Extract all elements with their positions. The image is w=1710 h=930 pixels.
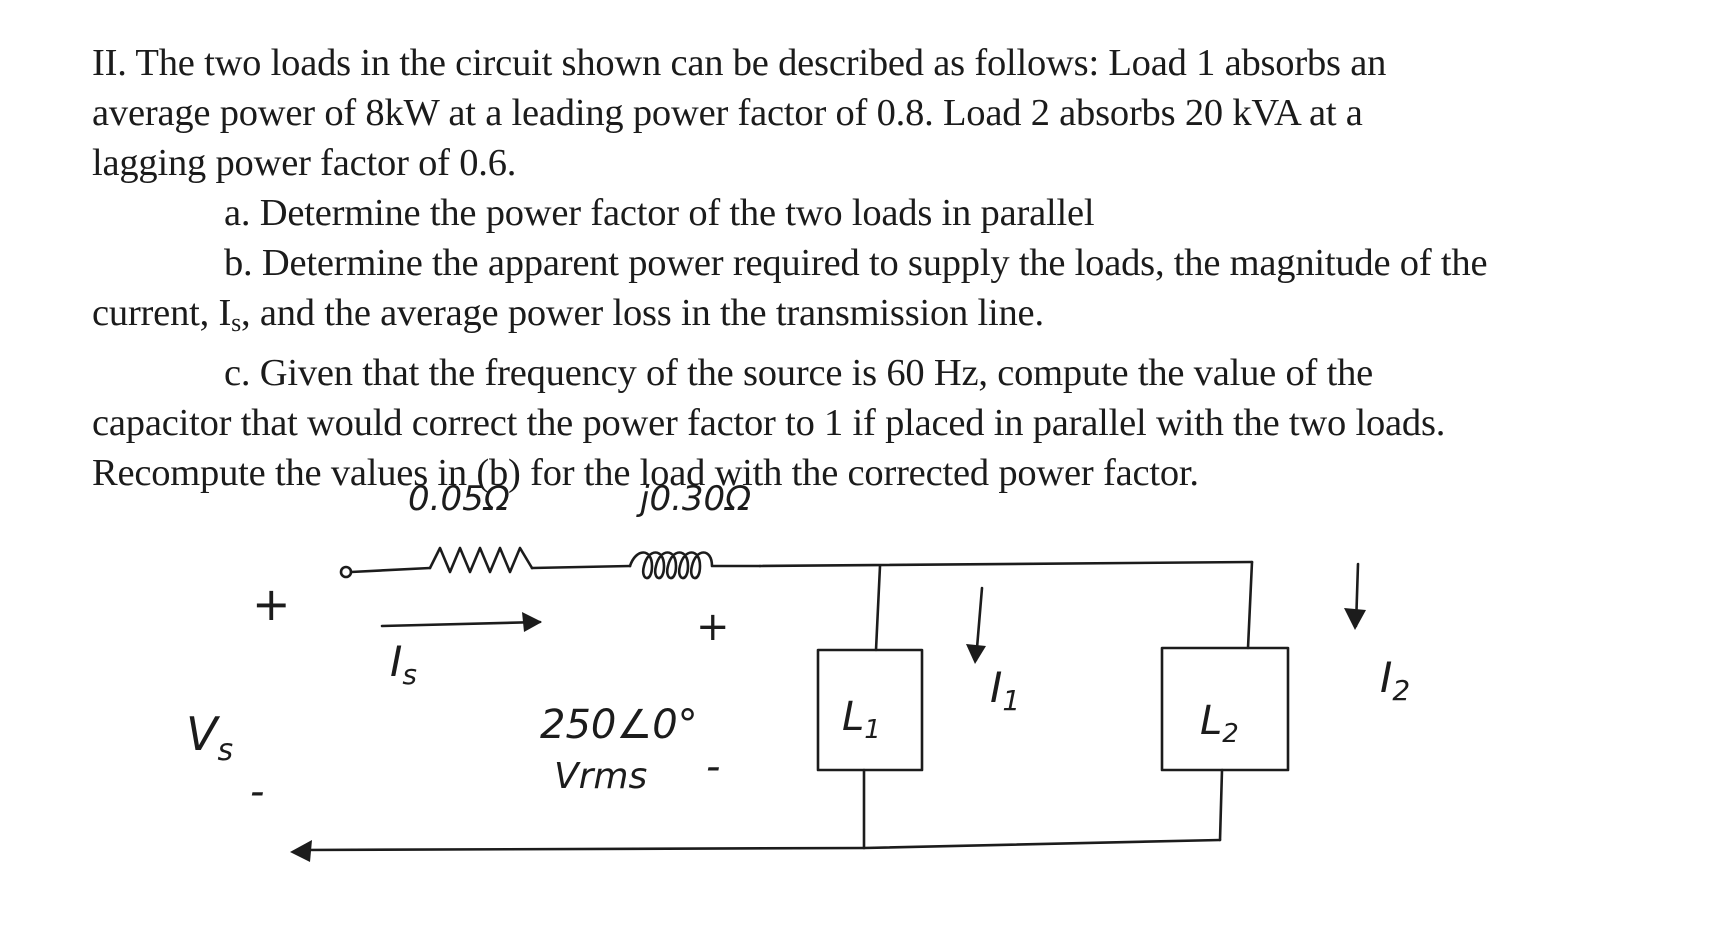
load1-label: L1 bbox=[842, 694, 881, 745]
load1-current-symbol: I bbox=[990, 663, 1002, 712]
load-voltage-units: Vrms bbox=[554, 756, 647, 797]
part-c-line-3: Recompute the values in (b) for the load… bbox=[92, 452, 1199, 494]
source-current-symbol: I bbox=[390, 637, 402, 686]
load2-label: L2 bbox=[1200, 698, 1239, 749]
load2-current-symbol: I bbox=[1380, 653, 1392, 702]
load2-current-arrowhead bbox=[1344, 608, 1366, 630]
source-current-arrow-line bbox=[380, 620, 542, 628]
load2-current-subscript: 2 bbox=[1392, 674, 1410, 707]
source-minus-sign: - bbox=[250, 769, 264, 815]
load1-box bbox=[816, 648, 924, 772]
source-current-subscript: s bbox=[402, 658, 417, 691]
load2-bottom-lead bbox=[1218, 768, 1224, 842]
inductor-symbol bbox=[628, 551, 762, 580]
load1-current-label: I1 bbox=[990, 663, 1020, 717]
load1-symbol: L bbox=[842, 694, 864, 740]
reactance-label: j0.30Ω bbox=[636, 480, 751, 519]
part-c-line-1: c. Given that the frequency of the sourc… bbox=[224, 352, 1374, 394]
source-current-arrowhead bbox=[522, 612, 542, 632]
load2-subscript: 2 bbox=[1222, 719, 1239, 749]
load2-current-label: I2 bbox=[1380, 653, 1410, 707]
load2-symbol: L bbox=[1200, 698, 1222, 744]
resistance-label: 0.05Ω bbox=[408, 480, 510, 519]
part-b-line-1: b. Determine the apparent power required… bbox=[224, 242, 1488, 284]
load2-box bbox=[1160, 646, 1290, 772]
load-voltage-phasor: 250∠0° bbox=[540, 702, 698, 748]
problem-line-2: average power of 8kW at a leading power … bbox=[92, 92, 1363, 134]
top-rail bbox=[758, 560, 1254, 568]
source-top-terminal bbox=[339, 565, 353, 579]
circuit-diagram: 0.05Ω j0.30Ω + Vs - Is + 250∠0° Vrms - L… bbox=[186, 480, 1410, 862]
load1-subscript: 1 bbox=[864, 715, 881, 745]
source-voltage-symbol: V bbox=[186, 707, 221, 761]
wire-source-to-resistor bbox=[349, 566, 432, 574]
part-b-line-2: current, Is, and the average power loss … bbox=[92, 288, 1692, 348]
source-plus-sign: + bbox=[252, 577, 291, 631]
part-c-line-2: capacitor that would correct the power f… bbox=[92, 402, 1446, 444]
load2-top-lead bbox=[1246, 560, 1254, 650]
source-voltage-label: Vs bbox=[186, 707, 233, 768]
problem-line-3: lagging power factor of 0.6. bbox=[92, 142, 517, 184]
load1-current-subscript: 1 bbox=[1002, 684, 1020, 717]
part-b-line-2-rest: , and the average power loss in the tran… bbox=[241, 292, 1044, 334]
load-voltage-plus-sign: + bbox=[696, 604, 730, 650]
load-voltage-minus-sign: - bbox=[706, 744, 720, 790]
source-bottom-terminal bbox=[290, 840, 312, 862]
load1-top-lead bbox=[874, 564, 882, 652]
source-current-label: Is bbox=[390, 637, 417, 691]
part-b-current-text: current, I bbox=[92, 292, 232, 334]
part-a: a. Determine the power factor of the two… bbox=[224, 192, 1095, 234]
wire-resistor-to-inductor bbox=[530, 564, 632, 570]
source-voltage-subscript: s bbox=[217, 733, 233, 768]
load1-current-arrowhead bbox=[966, 644, 986, 664]
bottom-rail bbox=[298, 838, 1222, 852]
resistor-symbol bbox=[428, 546, 534, 574]
problem-line-1: II. The two loads in the circuit shown c… bbox=[92, 42, 1387, 84]
problem-statement: II. The two loads in the circuit shown c… bbox=[92, 38, 1692, 498]
part-b-current-subscript: s bbox=[231, 308, 242, 337]
